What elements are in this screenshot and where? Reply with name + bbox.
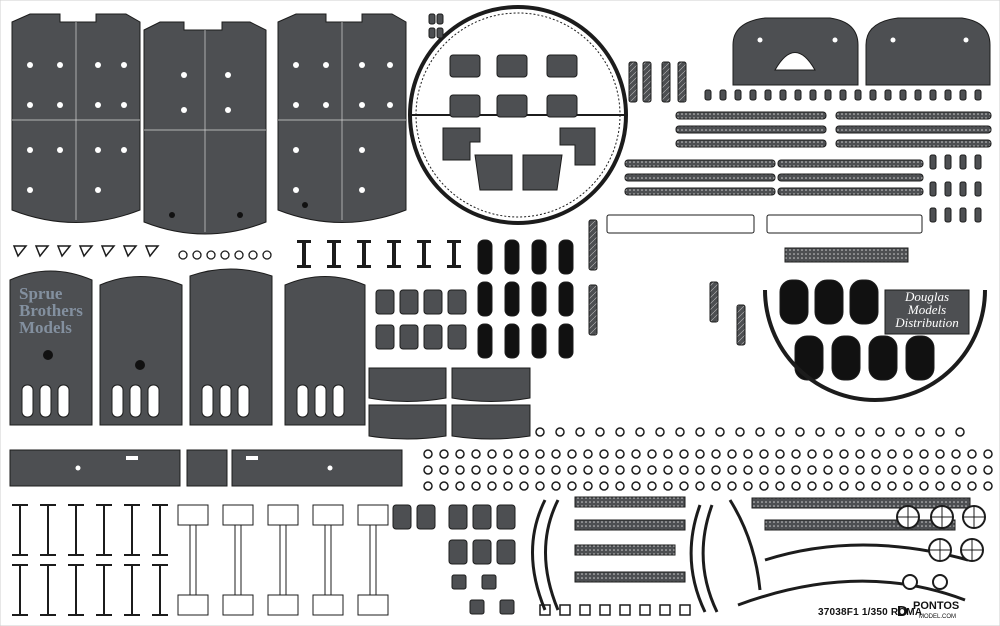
brand-logo: PONTOS <box>913 600 960 612</box>
semicircle-platform <box>763 289 987 402</box>
watermark-line: Sprue <box>19 284 63 303</box>
watermark-line: Douglas <box>904 289 950 304</box>
sprue-brothers-watermark: Sprue Brothers Models <box>19 285 117 336</box>
sheet-letter: D <box>897 603 908 620</box>
deck-panel-group <box>11 13 407 235</box>
product-code-label: 37038F1 1/350 ROMA <box>818 607 922 618</box>
ship-name: ROMA <box>890 607 923 618</box>
douglas-models-watermark: Douglas Models Distribution <box>886 290 968 329</box>
watermark-line: Brothers <box>19 301 83 320</box>
product-code: 37038F1 <box>818 607 859 618</box>
brand-website: MODEL.COM <box>919 614 957 620</box>
watermark-line: Models <box>19 318 72 337</box>
scale-label: 1/350 <box>861 607 888 618</box>
watermark-line: Models <box>907 302 947 317</box>
watermark-line: Distribution <box>895 315 959 330</box>
